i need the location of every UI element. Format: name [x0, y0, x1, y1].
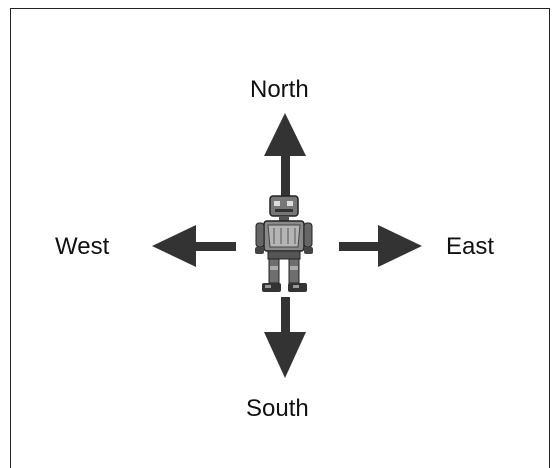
arrow-up-icon [264, 113, 306, 198]
robot-icon [255, 195, 313, 292]
east-label: East [446, 233, 495, 260]
arrow-down-icon [264, 297, 306, 378]
diagram-frame [10, 8, 550, 468]
west-label: West [55, 233, 110, 260]
north-label: North [250, 76, 309, 103]
south-label: South [246, 395, 309, 422]
arrow-right-icon [339, 225, 422, 267]
arrow-left-icon [152, 225, 236, 267]
